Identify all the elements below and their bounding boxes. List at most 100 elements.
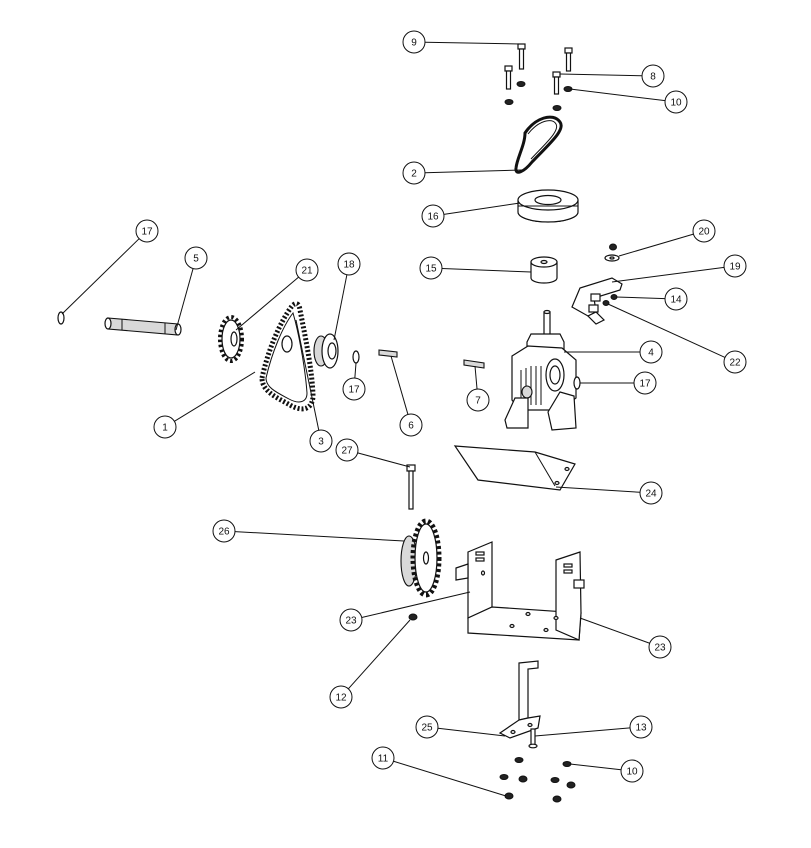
leader-line (559, 73, 643, 77)
callout-balloon (337, 252, 361, 276)
callout-7: 7 (466, 365, 490, 412)
leader-line (174, 371, 256, 422)
leader-line (443, 202, 521, 215)
callout-balloon (419, 256, 443, 280)
part-snap-ring-middle (352, 350, 360, 364)
callout-balloon (309, 429, 333, 453)
callout-26: 26 (212, 519, 405, 543)
callout-number: 10 (626, 767, 638, 778)
callout-balloon (633, 371, 657, 395)
leader-line (175, 268, 194, 331)
callout-23: 23 (579, 617, 672, 659)
part-pulley (517, 189, 579, 223)
leader-line (347, 619, 411, 690)
callout-balloon (648, 635, 672, 659)
part-cover-plate (453, 445, 576, 491)
callout-17: 17 (342, 362, 366, 401)
leader-line (437, 727, 506, 737)
callout-number: 20 (698, 227, 710, 238)
part-u-frame (455, 541, 585, 641)
callout-number: 3 (318, 437, 324, 448)
leader-line (474, 365, 478, 390)
callout-12: 12 (329, 619, 411, 709)
callout-number: 14 (670, 295, 682, 306)
part-bolts-top (504, 43, 573, 95)
callout-balloon (342, 377, 366, 401)
part-v-belt (514, 115, 563, 174)
part-gearbox (504, 309, 577, 431)
part-bolt-bottom (528, 728, 538, 749)
callout-balloon (402, 161, 426, 185)
callout-number: 7 (475, 396, 481, 407)
leader-line (361, 591, 471, 618)
part-motor-bracket (571, 277, 623, 325)
callout-17: 17 (61, 219, 159, 315)
callout-19: 19 (611, 254, 747, 283)
leader-line (390, 355, 409, 415)
callout-number: 21 (301, 266, 313, 277)
part-nut-12 (408, 613, 418, 621)
callout-number: 15 (425, 264, 437, 275)
leader-line (333, 274, 348, 341)
callout-balloon (399, 413, 423, 437)
callout-24: 24 (555, 481, 663, 505)
callout-3: 3 (295, 319, 333, 453)
callout-number: 10 (670, 98, 682, 109)
leader-line (534, 727, 631, 737)
callout-14: 14 (615, 287, 688, 311)
callout-balloon (629, 715, 653, 739)
leader-line (555, 486, 641, 493)
part-key-motor (463, 359, 485, 369)
callout-balloon (415, 715, 439, 739)
callout-balloon (329, 685, 353, 709)
leader-line (607, 303, 726, 358)
callout-18: 18 (333, 252, 361, 341)
callout-balloon (295, 258, 319, 282)
callout-balloon (664, 90, 688, 114)
callout-balloon (692, 219, 716, 243)
callout-balloon (184, 246, 208, 270)
callout-10: 10 (569, 88, 688, 114)
leader-line (569, 763, 622, 771)
leader-line (354, 362, 357, 379)
leader-line (393, 760, 507, 797)
callout-23: 23 (339, 591, 471, 632)
callout-balloon (723, 254, 747, 278)
leader-line (295, 319, 320, 431)
callout-balloon (212, 519, 236, 543)
leader-line (615, 296, 666, 300)
callout-1: 1 (153, 371, 256, 439)
callout-number: 13 (635, 723, 647, 734)
callout-21: 21 (235, 258, 319, 331)
part-snap-ring-left (57, 311, 65, 325)
callout-25: 25 (415, 715, 506, 739)
leader-line (61, 238, 140, 315)
frame-slots (475, 551, 573, 574)
callout-number: 17 (348, 385, 360, 396)
part-roller-chain (259, 301, 316, 412)
part-small-sprocket (218, 315, 244, 363)
leader-line (235, 276, 299, 331)
part-washers-top (504, 81, 573, 111)
callout-balloon (620, 759, 644, 783)
callout-number: 17 (639, 379, 651, 390)
callout-17: 17 (580, 371, 657, 395)
callout-balloon (639, 340, 663, 364)
callout-10: 10 (569, 759, 644, 783)
callout-number: 8 (650, 72, 656, 83)
part-large-sprocket (400, 518, 442, 598)
part-coupling-pulley (281, 333, 339, 369)
leader-line (234, 531, 405, 542)
callout-number: 18 (343, 260, 355, 271)
part-washers-nuts-bottom (499, 757, 576, 803)
callout-number: 4 (648, 348, 654, 359)
callout-15: 15 (419, 256, 532, 280)
callout-balloon (339, 608, 363, 632)
callout-balloon (639, 481, 663, 505)
part-shaft (104, 317, 182, 336)
callout-number: 17 (141, 227, 153, 238)
callout-5: 5 (175, 246, 208, 331)
leader-line (424, 169, 523, 174)
part-bushing (530, 256, 558, 284)
